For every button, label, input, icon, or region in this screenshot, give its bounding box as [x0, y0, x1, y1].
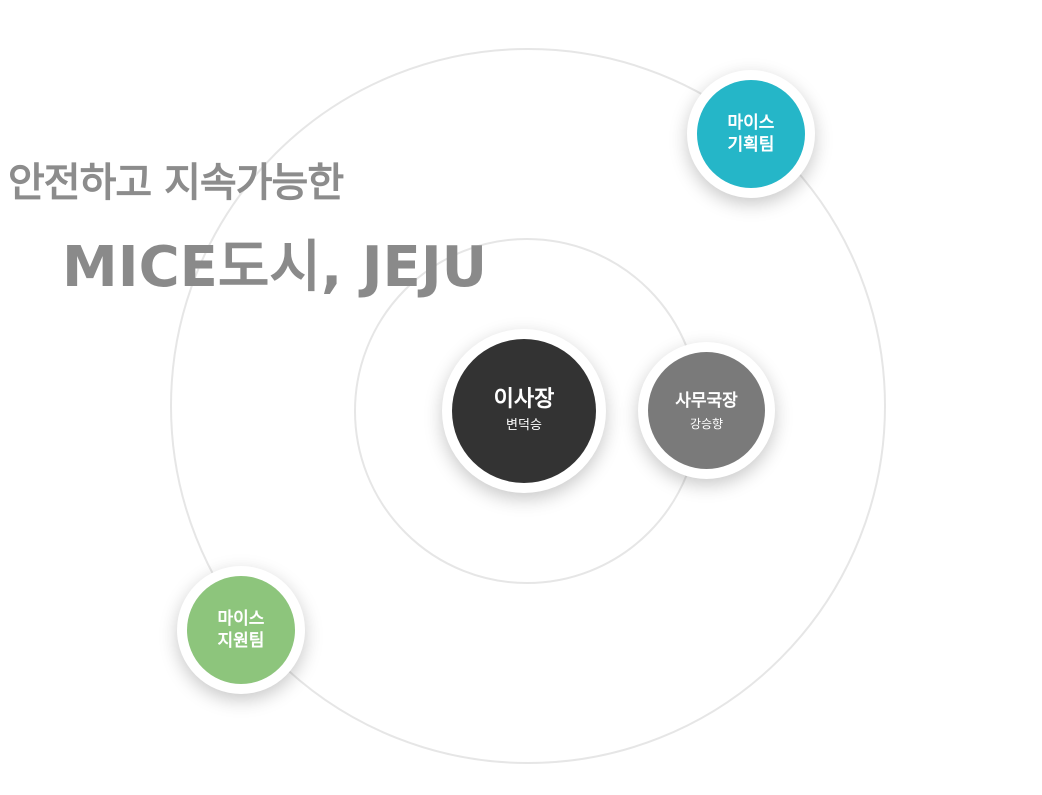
- planning-team-circle: 마이스 기획팀: [697, 80, 805, 188]
- slogan-line-2: MICE도시, JEJU: [62, 235, 488, 300]
- slogan-line-1: 안전하고 지속가능한: [8, 160, 344, 206]
- planning-team-label-2: 기획팀: [727, 135, 775, 155]
- secretary-general-role: 사무국장: [675, 390, 738, 411]
- chairman-role: 이사장: [493, 387, 555, 412]
- support-team-circle: 마이스 지원팀: [187, 576, 295, 684]
- support-team-label-2: 지원팀: [217, 631, 265, 651]
- planning-team-node: 마이스 기획팀: [687, 70, 815, 198]
- support-team-label-1: 마이스: [217, 609, 265, 629]
- secretary-general-name: 강승향: [689, 416, 724, 431]
- chairman-node: 이사장 변덕승: [442, 329, 606, 493]
- chairman-name: 변덕승: [506, 418, 542, 433]
- outer-orbit-ring: [170, 48, 886, 764]
- secretary-general-circle: 사무국장 강승향: [648, 352, 765, 469]
- support-team-node: 마이스 지원팀: [177, 566, 305, 694]
- chairman-circle: 이사장 변덕승: [452, 339, 596, 483]
- secretary-general-node: 사무국장 강승향: [638, 342, 775, 479]
- planning-team-label-1: 마이스: [727, 113, 775, 133]
